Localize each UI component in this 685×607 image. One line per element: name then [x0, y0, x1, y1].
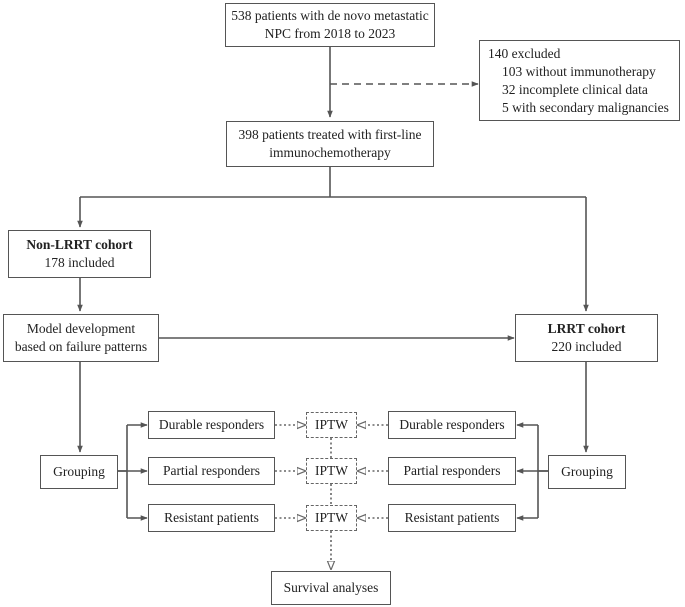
non-lrrt-cohort-box: Non-LRRT cohort 178 included: [8, 230, 151, 278]
lrrt-cohort-box: LRRT cohort 220 included: [515, 314, 658, 362]
grouping-right-label: Grouping: [561, 464, 613, 479]
survival-analyses-box: Survival analyses: [271, 571, 391, 605]
treated-box: 398 patients treated with first-line imm…: [226, 121, 434, 167]
lrrt-title: LRRT cohort: [547, 321, 626, 336]
right-durable-responders-box: Durable responders: [388, 411, 516, 439]
left-group-label: Durable responders: [158, 417, 265, 432]
iptw-box-resistant: IPTW: [306, 505, 357, 531]
right-group-label: Durable responders: [399, 417, 505, 432]
left-group-label: Resistant patients: [164, 510, 259, 525]
excluded-item: 5 with secondary malignancies: [502, 99, 669, 115]
non-lrrt-title: Non-LRRT cohort: [26, 237, 133, 252]
model-line2: based on failure patterns: [14, 339, 148, 354]
excluded-item: 103 without immunotherapy: [502, 63, 656, 79]
iptw-label: IPTW: [315, 510, 348, 525]
left-partial-responders-box: Partial responders: [148, 457, 275, 485]
excluded-box: 140 excluded 103 without immunotherapy 3…: [479, 40, 680, 121]
iptw-label: IPTW: [315, 463, 348, 478]
right-group-label: Resistant patients: [404, 510, 500, 525]
treated-line2: immunochemotherapy: [269, 145, 391, 160]
grouping-right-box: Grouping: [548, 455, 626, 489]
start-box: 538 patients with de novo metastatic NPC…: [225, 3, 435, 47]
grouping-left-box: Grouping: [40, 455, 118, 489]
left-group-label: Partial responders: [162, 463, 261, 478]
treated-line1: 398 patients treated with first-line: [238, 127, 422, 142]
excluded-title: 140 excluded: [488, 45, 561, 61]
start-line2: NPC from 2018 to 2023: [264, 26, 396, 41]
non-lrrt-count: 178 included: [44, 255, 115, 270]
start-line1: 538 patients with de novo metastatic: [231, 8, 429, 23]
excluded-item: 32 incomplete clinical data: [502, 81, 648, 97]
survival-label: Survival analyses: [283, 580, 379, 595]
lrrt-count: 220 included: [551, 339, 622, 354]
right-group-label: Partial responders: [403, 463, 501, 478]
model-line1: Model development: [26, 321, 136, 336]
right-resistant-patients-box: Resistant patients: [388, 504, 516, 532]
grouping-left-label: Grouping: [53, 464, 105, 479]
right-partial-responders-box: Partial responders: [388, 457, 516, 485]
left-resistant-patients-box: Resistant patients: [148, 504, 275, 532]
iptw-box-durable: IPTW: [306, 412, 357, 438]
left-durable-responders-box: Durable responders: [148, 411, 275, 439]
model-development-box: Model development based on failure patte…: [3, 314, 159, 362]
iptw-box-partial: IPTW: [306, 458, 357, 484]
iptw-label: IPTW: [315, 417, 348, 432]
